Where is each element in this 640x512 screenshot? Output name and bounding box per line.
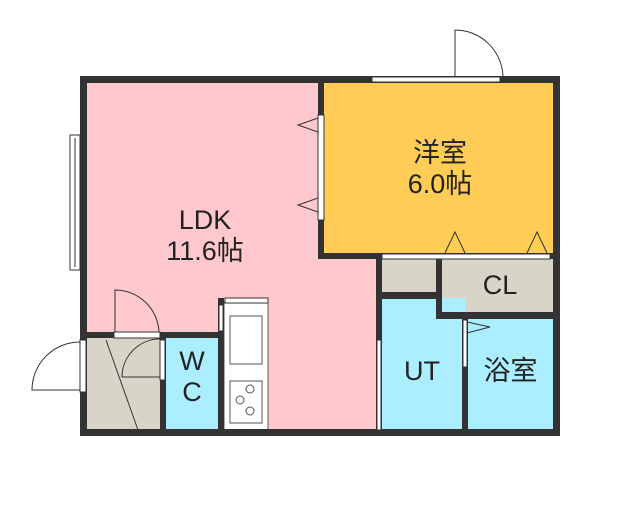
bath-door [462,319,468,368]
wc-label-w: W [179,346,205,376]
western-room-area [321,80,557,256]
balcony-door [454,29,504,79]
wc-door [121,338,161,378]
closet-label: CL [482,270,518,300]
western-room-label: 洋室 6.0帖 [385,138,495,200]
bath-label: 浴室 [483,356,538,386]
ldk-door [113,331,161,339]
bath-area [466,316,556,433]
ldk-name: LDK [178,205,232,235]
utility-area [380,298,465,433]
ut-sliding-door [376,339,382,431]
utility-label: UT [404,356,440,386]
western-sliding-door [317,114,325,221]
entrance-step-line [105,339,139,431]
wc-area [164,336,222,433]
entrance-area [84,336,162,433]
entrance-door [31,341,81,391]
western-room-size: 6.0帖 [407,169,473,200]
western-room-name: 洋室 [413,138,467,168]
stove-burners [235,384,255,416]
wc-label: W C [166,346,218,408]
top-opening [371,76,501,83]
storage-area [380,258,440,296]
ldk-label: LDK 11.6帖 [150,205,260,267]
ldk-size: 11.6帖 [166,236,244,267]
ldk-area-right [318,255,380,433]
wc-label-c: C [182,377,202,408]
closet-door [381,253,551,260]
sink [229,315,263,365]
